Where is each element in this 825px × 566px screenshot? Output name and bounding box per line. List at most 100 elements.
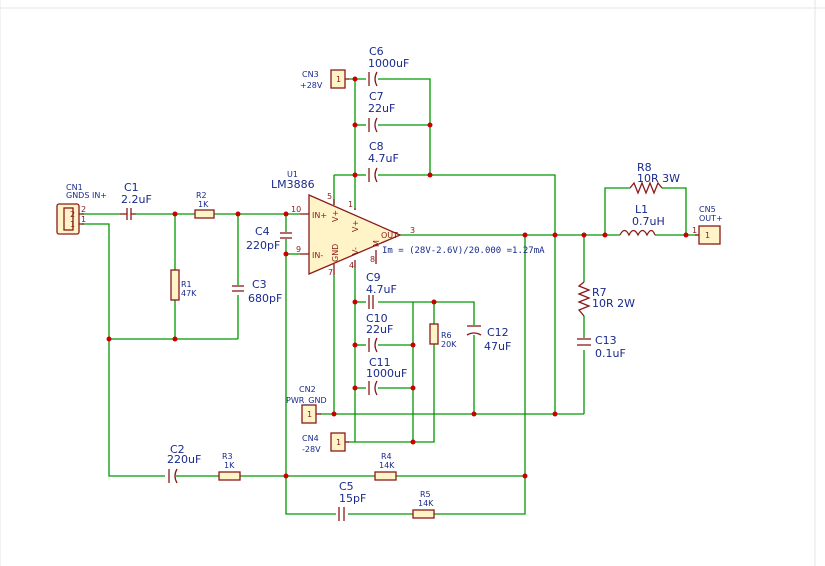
u1-value: LM3886	[271, 178, 315, 191]
cn1-pin2-inner: 2	[70, 210, 75, 219]
r7-value: 10R 2W	[592, 297, 635, 310]
resistor-r4[interactable]: R4 14K	[374, 452, 397, 481]
capacitor-c3[interactable]: C3 680pF	[232, 278, 282, 305]
l1-ref: L1	[635, 203, 648, 216]
capacitor-c7[interactable]: C7 22uF	[368, 90, 395, 133]
cn3-value: +28V	[300, 81, 323, 90]
u1-pin-9: 9	[296, 245, 301, 254]
u1-ref: U1	[287, 170, 298, 179]
capacitor-c1[interactable]: C1 2.2uF	[120, 181, 152, 220]
capacitor-c6[interactable]: C6 1000uF	[368, 45, 409, 87]
c12-value: 47uF	[484, 340, 511, 353]
r8-ref: R8	[637, 161, 652, 174]
r5-value: 14K	[418, 499, 434, 508]
capacitor-c10[interactable]: C10 22uF	[366, 312, 393, 353]
cn4-value: -28V	[302, 445, 321, 454]
cn5-value: OUT+	[699, 214, 723, 223]
c5-ref: C5	[339, 480, 354, 493]
opamp-u1[interactable]: 10 9 5 1 3 7 4 8 IN+ IN- OUT V+ V+ GND V…	[271, 170, 415, 277]
resistor-r3[interactable]: R3 1K	[218, 452, 241, 481]
resistor-r6[interactable]: R6 20K	[429, 323, 457, 349]
c9-value: 4.7uF	[366, 283, 397, 296]
c1-ref: C1	[124, 181, 139, 194]
u1-gnd-label: GND	[331, 244, 340, 262]
r4-value: 14K	[379, 461, 395, 470]
r5-ref: R5	[420, 490, 431, 499]
cn2-pin: 1	[307, 410, 312, 419]
c11-ref: C11	[369, 356, 391, 369]
resistor-r7[interactable]: R7 10R 2W	[577, 281, 635, 317]
c5-value: 15pF	[339, 492, 366, 505]
connector-cn3[interactable]: 1 CN3 +28V	[300, 69, 349, 90]
u1-vminus-label: V-	[351, 247, 360, 255]
resistor-r1[interactable]: R1 47K	[170, 269, 197, 301]
u1-pin-8: 8	[370, 255, 375, 264]
c1-value: 2.2uF	[121, 193, 152, 206]
resistor-r2[interactable]: R2 1K	[194, 191, 215, 219]
l1-value: 0.7uH	[632, 215, 665, 228]
u1-in-minus-label: IN-	[312, 251, 323, 260]
r1-value: 47K	[181, 289, 197, 298]
c8-value: 4.7uF	[368, 152, 399, 165]
capacitor-c8[interactable]: C8 4.7uF	[368, 140, 399, 183]
u1-pin-4: 4	[349, 261, 354, 270]
u1-pin-1: 1	[348, 200, 353, 209]
u1-in-plus-label: IN+	[312, 211, 327, 220]
u1-pin-3: 3	[410, 226, 415, 235]
r1-ref: R1	[181, 280, 192, 289]
c4-value: 220pF	[246, 239, 280, 252]
r6-value: 20K	[441, 340, 457, 349]
r8-value: 10R 3W	[637, 172, 680, 185]
cn4-ref: CN4	[302, 434, 319, 443]
cn1-value: GNDS IN+	[66, 191, 107, 200]
capacitor-c4[interactable]: C4 220pF	[246, 225, 292, 252]
connector-cn2[interactable]: 1 CN2 PWR_GND	[286, 385, 327, 424]
c13-value: 0.1uF	[595, 347, 626, 360]
connector-cn1[interactable]: 2 1 2 1 CN1 GNDS IN+	[56, 183, 107, 235]
c3-ref: C3	[252, 278, 267, 291]
inductor-l1[interactable]: L1 0.7uH	[619, 203, 665, 237]
r3-ref: R3	[222, 452, 233, 461]
c7-value: 22uF	[368, 102, 395, 115]
c8-ref: C8	[369, 140, 384, 153]
c12-ref: C12	[487, 326, 509, 339]
capacitor-c9[interactable]: C9 4.7uF	[366, 271, 397, 309]
cn3-ref: CN3	[302, 70, 319, 79]
connector-cn4[interactable]: 1 CN4 -28V	[302, 432, 349, 454]
capacitor-c5[interactable]: C5 15pF	[338, 480, 366, 521]
capacitor-c12[interactable]: C12 47uF	[466, 325, 511, 353]
cn1-pin2-label: 2	[81, 205, 86, 214]
c7-ref: C7	[369, 90, 384, 103]
capacitor-c13[interactable]: C13 0.1uF	[577, 334, 626, 360]
cn3-pin: 1	[336, 75, 341, 84]
r2-value: 1K	[198, 200, 209, 209]
c4-ref: C4	[255, 225, 270, 238]
cn5-pin-out: 1	[692, 226, 697, 235]
c2-ref: C2	[170, 443, 185, 456]
resistor-r8[interactable]: R8 10R 3W	[629, 161, 680, 195]
r4-ref: R4	[381, 452, 392, 461]
r7-ref: R7	[592, 286, 607, 299]
u1-mute-label: M	[372, 240, 381, 247]
cn2-ref: CN2	[299, 385, 316, 394]
connector-cn5[interactable]: 1 1 CN5 OUT+	[692, 205, 723, 245]
c6-value: 1000uF	[368, 57, 409, 70]
resistor-r5[interactable]: R5 14K	[412, 490, 435, 519]
c11-value: 1000uF	[366, 367, 407, 380]
r2-ref: R2	[196, 191, 207, 200]
capacitor-c11[interactable]: C11 1000uF	[366, 356, 407, 396]
u1-out-label: OUT	[381, 231, 398, 240]
r6-ref: R6	[441, 331, 452, 340]
junctions	[106, 76, 689, 479]
c10-value: 22uF	[366, 323, 393, 336]
capacitor-c2[interactable]: C2 220uF	[167, 443, 201, 484]
u1-vplus2-label: V+	[351, 220, 360, 232]
c9-ref: C9	[366, 271, 381, 284]
cn2-value: PWR_GND	[286, 396, 327, 405]
cn1-pin1-label: 1	[81, 215, 86, 224]
c2-value: 220uF	[167, 453, 201, 466]
cn1-pin1-inner: 1	[70, 220, 75, 229]
cn4-pin: 1	[336, 438, 341, 447]
cn5-ref: CN5	[699, 205, 716, 214]
